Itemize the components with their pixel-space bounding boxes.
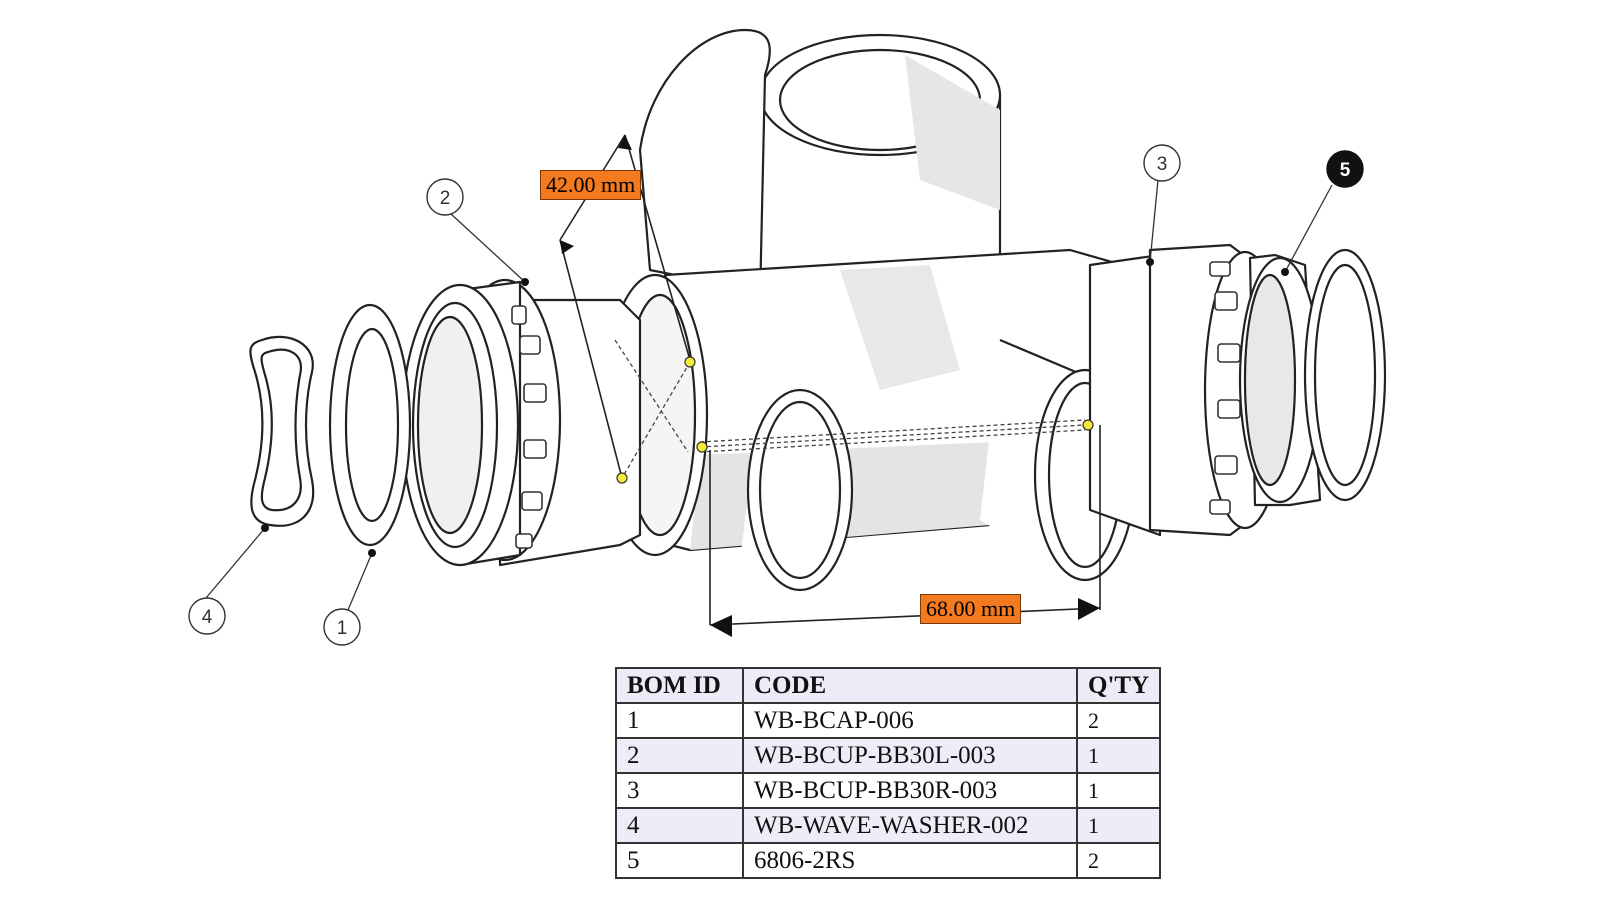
bom-header-id: BOM ID bbox=[615, 667, 744, 704]
table-row: 3 WB-BCUP-BB30R-003 1 bbox=[615, 772, 1162, 809]
balloon-3-label: 3 bbox=[1157, 154, 1168, 175]
table-row: 1 WB-BCAP-006 2 bbox=[615, 702, 1162, 739]
bom-header-qty: Q'TY bbox=[1075, 667, 1162, 704]
balloon-4-label: 4 bbox=[202, 607, 213, 628]
left-bearing-cap bbox=[328, 303, 412, 547]
table-row: 2 WB-BCUP-BB30L-003 1 bbox=[615, 737, 1162, 774]
bom-code-cell: WB-BCUP-BB30L-003 bbox=[742, 737, 1078, 774]
bore-diameter-dimension-label: 42.00 mm bbox=[540, 170, 642, 200]
measure-points bbox=[616, 356, 1094, 484]
bearing-6806 bbox=[1238, 253, 1322, 507]
chainstay-opening-left bbox=[740, 380, 854, 592]
bom-id-cell: 3 bbox=[615, 772, 744, 809]
balloon-leader-dots bbox=[261, 258, 1289, 557]
bom-qty-cell: 1 bbox=[1075, 772, 1162, 809]
balloon-leaders bbox=[205, 179, 1333, 611]
seat-tube bbox=[758, 33, 1002, 300]
dimension-arrowheads bbox=[560, 135, 1100, 637]
bom-qty-cell: 1 bbox=[1075, 807, 1162, 844]
bom-code-cell: 6806-2RS bbox=[742, 842, 1078, 879]
balloon-2-label: 2 bbox=[440, 188, 451, 209]
balloon-5-label: 5 bbox=[1340, 160, 1351, 181]
balloon-1: 1 bbox=[323, 608, 361, 646]
bom-header-row: BOM ID CODE Q'TY bbox=[615, 667, 1162, 704]
balloon-4: 4 bbox=[188, 597, 226, 635]
bom-id-cell: 4 bbox=[615, 807, 744, 844]
bom-code-cell: WB-BCUP-BB30R-003 bbox=[742, 772, 1078, 809]
bom-table: BOM ID CODE Q'TY 1 WB-BCAP-006 2 2 WB-BC… bbox=[615, 667, 1162, 879]
bom-code-cell: WB-BCAP-006 bbox=[742, 702, 1078, 739]
bom-qty-cell: 1 bbox=[1075, 737, 1162, 774]
balloon-5: 5 bbox=[1326, 150, 1364, 188]
bom-id-cell: 1 bbox=[615, 702, 744, 739]
balloon-3: 3 bbox=[1143, 144, 1181, 182]
wave-washer bbox=[249, 335, 315, 527]
bom-code-cell: WB-WAVE-WASHER-002 bbox=[742, 807, 1078, 844]
down-tube-shape bbox=[638, 28, 771, 302]
bom-qty-cell: 2 bbox=[1075, 702, 1162, 739]
left-bb-cup bbox=[400, 278, 642, 567]
bom-id-cell: 2 bbox=[615, 737, 744, 774]
bom-header-code: CODE bbox=[742, 667, 1078, 704]
table-row: 4 WB-WAVE-WASHER-002 1 bbox=[615, 807, 1162, 844]
bom-qty-cell: 2 bbox=[1075, 842, 1162, 879]
dimension-construction-lines bbox=[614, 339, 1086, 479]
shell-width-dimension-label: 68.00 mm bbox=[920, 594, 1022, 624]
table-row: 5 6806-2RS 2 bbox=[615, 842, 1162, 879]
balloon-2: 2 bbox=[426, 178, 464, 216]
balloon-1-label: 1 bbox=[337, 618, 348, 639]
right-bearing-cap bbox=[1303, 248, 1387, 502]
bom-id-cell: 5 bbox=[615, 842, 744, 879]
